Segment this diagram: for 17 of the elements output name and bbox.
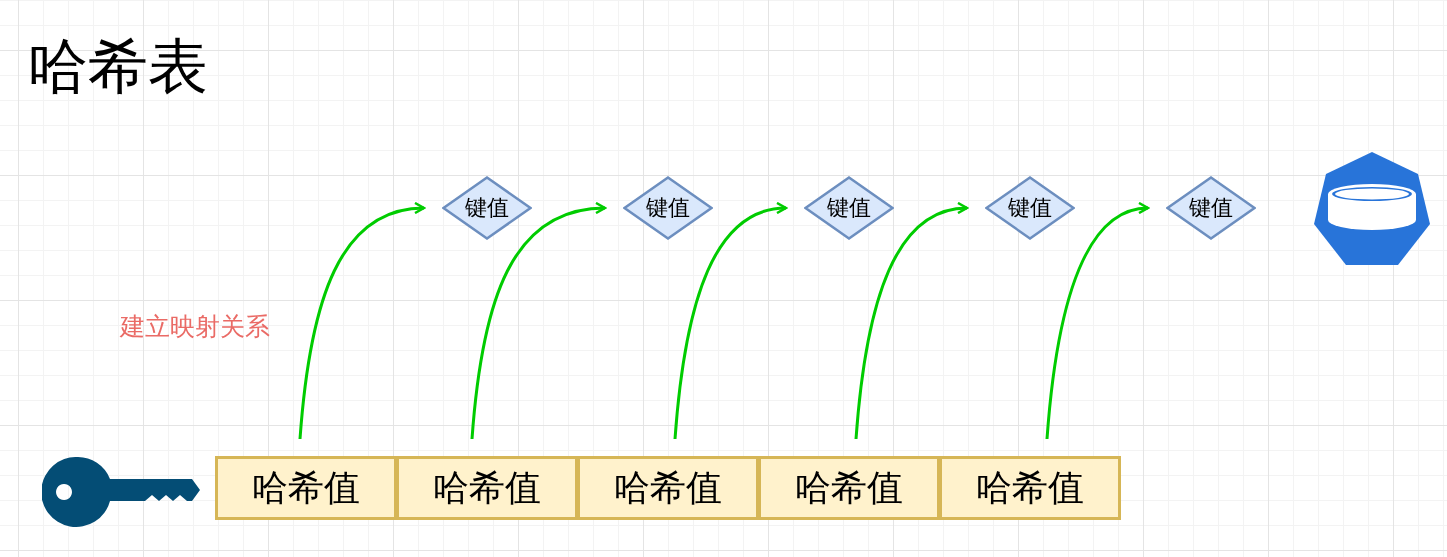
key-label: 键值 [1008,194,1052,222]
hash-label: 哈希值 [976,465,1084,510]
note-text: 建立映射关系 [120,311,270,343]
hash-label: 哈希值 [795,465,903,510]
key-label: 键值 [1189,194,1233,222]
hash-label: 哈希值 [433,465,541,510]
title: 哈希表 [28,30,208,102]
curved-arrow [298,202,426,440]
curved-arrow [673,202,788,440]
key-label: 键值 [465,194,509,222]
hash-label: 哈希值 [252,465,360,510]
curved-arrow [854,202,969,440]
curved-arrow [470,202,607,440]
hash-label: 哈希值 [614,465,722,510]
key-label: 键值 [646,194,690,222]
key-label: 键值 [827,194,871,222]
curved-arrow [1045,202,1150,440]
